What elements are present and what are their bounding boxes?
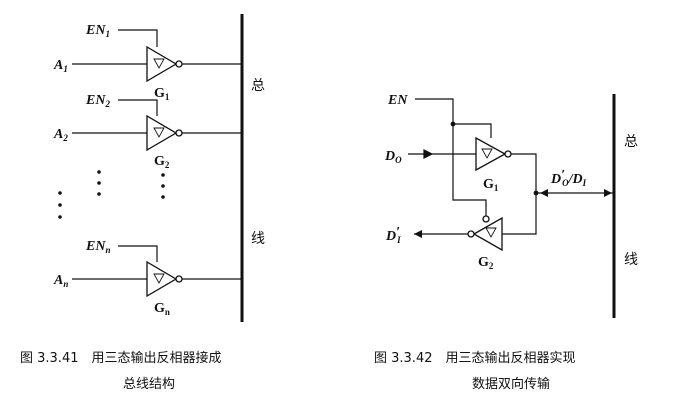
enn-label: ENn bbox=[85, 239, 110, 255]
g2-label: G2 bbox=[154, 154, 170, 170]
caption-3-3-42-line2: 数据双向传输 bbox=[472, 376, 550, 392]
tristate-inverter-gn: ENn An Gn bbox=[53, 239, 242, 317]
input-wire-42-g2 bbox=[502, 193, 537, 235]
gn-label: Gn bbox=[154, 301, 170, 317]
enable-wire-n bbox=[118, 245, 158, 262]
a2-label: A2 bbox=[53, 127, 68, 143]
g1-label-42: G1 bbox=[483, 177, 499, 193]
caption-3-3-41-line2: 总线结构 bbox=[123, 377, 175, 392]
tristate-symbol-g2 bbox=[153, 127, 165, 138]
buffer-triangle-42-g1 bbox=[475, 136, 507, 172]
bus-arrow-left bbox=[540, 189, 548, 197]
tristate-symbol-gn bbox=[153, 273, 165, 284]
tristate-inverter-g1: EN1 A1 G1 bbox=[53, 23, 242, 102]
enable-bubble-g2 bbox=[482, 215, 490, 223]
en2-label: EN2 bbox=[85, 93, 110, 109]
d0-label: DO bbox=[384, 149, 402, 165]
ellipsis-dots bbox=[58, 170, 165, 219]
g1-label: G1 bbox=[154, 86, 170, 102]
enable-wire-1 bbox=[118, 29, 158, 47]
figure-3-3-42: 总 线 EN DO G1 D′O/DI D′I G2 图 3.3 bbox=[374, 93, 638, 392]
an-label: An bbox=[53, 273, 68, 289]
tristate-symbol-42-g1 bbox=[481, 148, 493, 159]
d1prime-label: D′I bbox=[385, 225, 401, 245]
enable-wire-g1 bbox=[453, 123, 492, 138]
figure-3-3-41: 总 线 EN1 A1 G1 EN2 A2 G2 bbox=[20, 14, 265, 392]
tristate-inverter-g2: EN2 A2 G2 bbox=[53, 93, 242, 170]
enable-wire-main bbox=[415, 98, 487, 216]
input-arrow-d0 bbox=[423, 149, 434, 159]
bus-label-bottom-left: 线 bbox=[251, 231, 265, 247]
inversion-bubble-g1 bbox=[175, 60, 183, 68]
tristate-symbol-42-g2 bbox=[485, 227, 497, 238]
inversion-bubble-gn bbox=[175, 275, 183, 283]
output-wire-42-g1 bbox=[511, 153, 537, 193]
bus-label-top-right: 总 bbox=[624, 134, 638, 150]
inversion-bubble-42-g1 bbox=[504, 150, 512, 158]
a1-label: A1 bbox=[53, 58, 68, 74]
bus-label-bottom-right: 线 bbox=[624, 252, 638, 268]
bus-label-top-left: 总 bbox=[251, 78, 265, 94]
junction-dot-en bbox=[450, 121, 456, 127]
en-label: EN bbox=[387, 93, 408, 108]
d0-d1-bus-label: D′O/DI bbox=[550, 168, 587, 188]
output-arrow-d1prime bbox=[414, 230, 422, 238]
enable-wire-2 bbox=[118, 99, 158, 116]
caption-3-3-41-line1: 图 3.3.41 用三态输出反相器接成 bbox=[20, 350, 221, 366]
en1-label: EN1 bbox=[85, 23, 110, 39]
tristate-symbol-g1 bbox=[153, 58, 165, 69]
g2-label-42: G2 bbox=[478, 255, 494, 271]
buffer-triangle-42-g2 bbox=[472, 216, 503, 252]
bus-arrow-right bbox=[604, 189, 612, 197]
inversion-bubble-g2 bbox=[175, 129, 183, 137]
caption-3-3-42-line1: 图 3.3.42 用三态输出反相器实现 bbox=[374, 350, 575, 366]
inversion-bubble-42-g2 bbox=[467, 230, 475, 238]
